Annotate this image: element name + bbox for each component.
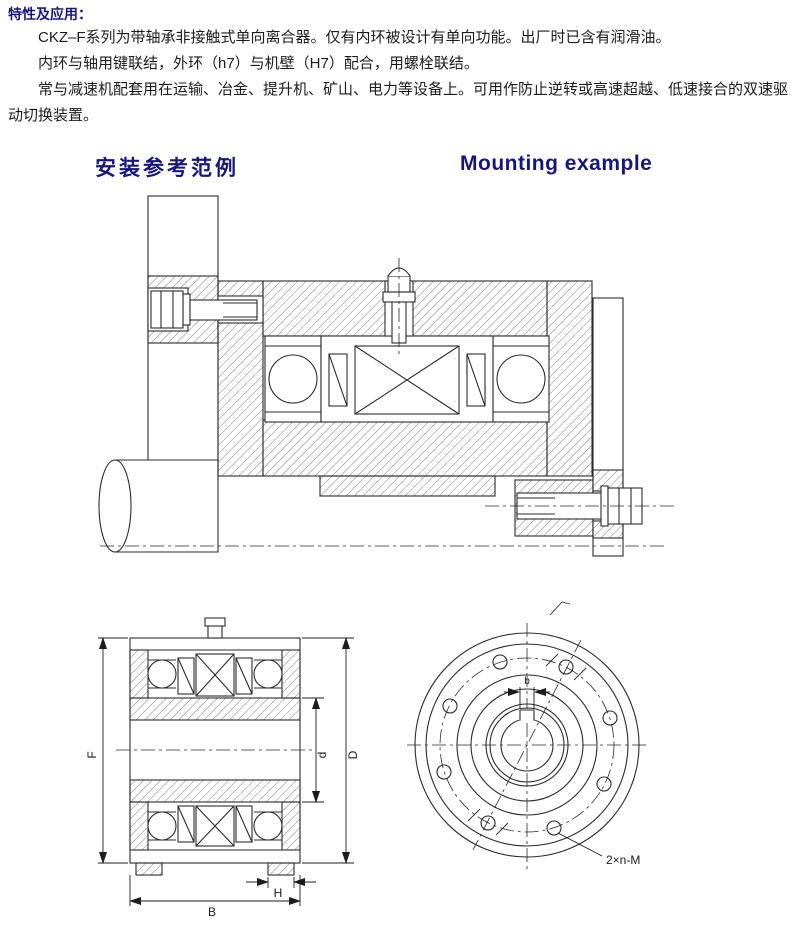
dim-label-H: H: [274, 886, 283, 900]
bearing-ball: [147, 811, 177, 841]
bearing-ball: [147, 659, 177, 689]
bolt-circle: [439, 657, 615, 833]
clutch-section-body: [129, 617, 301, 876]
intro-paragraph-1: CKZ–F系列为带轴承非接触式单向离合器。仅有内环被设计有单向功能。出厂时已含有…: [38, 29, 671, 46]
front-centerlines: [407, 623, 647, 873]
bolt-hole: [602, 710, 618, 726]
bolt-hole: [558, 659, 574, 675]
left-bolt-washer: [182, 293, 191, 326]
heading-mounting-example-cn: 安装参考范例: [95, 157, 239, 180]
section-plane-line: [472, 639, 582, 851]
intro-text: 特性及应用： CKZ–F系列为带轴承非接触式单向离合器。仅有内环被设计有单向功能…: [8, 3, 796, 129]
dim-label-d: d: [315, 752, 329, 759]
shaft: [98, 459, 219, 553]
heading-mounting-example-en: Mounting example: [460, 152, 653, 175]
dim-label-D: D: [346, 750, 360, 759]
bolt-hole: [546, 820, 562, 836]
section-marks: [467, 601, 587, 836]
sprag-cage: [354, 345, 460, 415]
mounting-example-drawing: [98, 195, 675, 557]
intro-paragraph-3: 常与减速机配套用在运输、冶金、提升机、矿山、电力等设备上。可用作防止逆转或高速超…: [8, 81, 789, 124]
flange-tab-left: [135, 862, 163, 876]
bolt-hole: [492, 654, 508, 670]
front-body: [414, 632, 640, 858]
bolt-hole: [480, 815, 496, 831]
hub-circle: [485, 703, 569, 787]
bearing-ball-left: [268, 354, 318, 404]
clutch-front-view-drawing: b 2×n-M: [407, 601, 647, 873]
mounting-assembly: [98, 195, 643, 557]
intro-paragraph-2: 内环与轴用键联结，外环（h7）与机壁（H7）配合，用螺栓联结。: [38, 55, 479, 72]
front-dimensions: [504, 687, 603, 857]
sprag-cage: [195, 653, 235, 697]
sprag-cage: [195, 805, 235, 847]
dimension-lines: [98, 637, 354, 906]
dim-label-F: F: [85, 751, 99, 758]
inner-ring-bottom: [129, 779, 301, 803]
centerlines: [100, 258, 675, 547]
bolt-hole: [442, 698, 458, 714]
dim-label-b: b: [524, 676, 530, 687]
clutch-inner-ring: [262, 419, 548, 477]
flange-tab-right: [267, 862, 295, 876]
inner-ring-top: [129, 697, 301, 721]
bearing-ball: [253, 659, 283, 689]
clutch-right-flange: [546, 280, 593, 477]
left-bolt-head: [150, 290, 184, 329]
clutch-cross-section-drawing: F d D H B: [85, 617, 360, 919]
intro-heading: 特性及应用：: [8, 6, 92, 22]
dim-label-B: B: [208, 905, 216, 919]
bearing-ball-right: [496, 354, 546, 404]
bolt-hole: [596, 776, 612, 792]
left-bolt-shank: [189, 299, 258, 321]
outer-diameter-circle: [414, 632, 640, 858]
bolt-note-label: 2×n-M: [606, 853, 640, 867]
bearing-ball: [253, 811, 283, 841]
keyway: [519, 709, 535, 720]
bolt-note-leader: [557, 832, 603, 857]
bolt-hole: [436, 764, 452, 780]
